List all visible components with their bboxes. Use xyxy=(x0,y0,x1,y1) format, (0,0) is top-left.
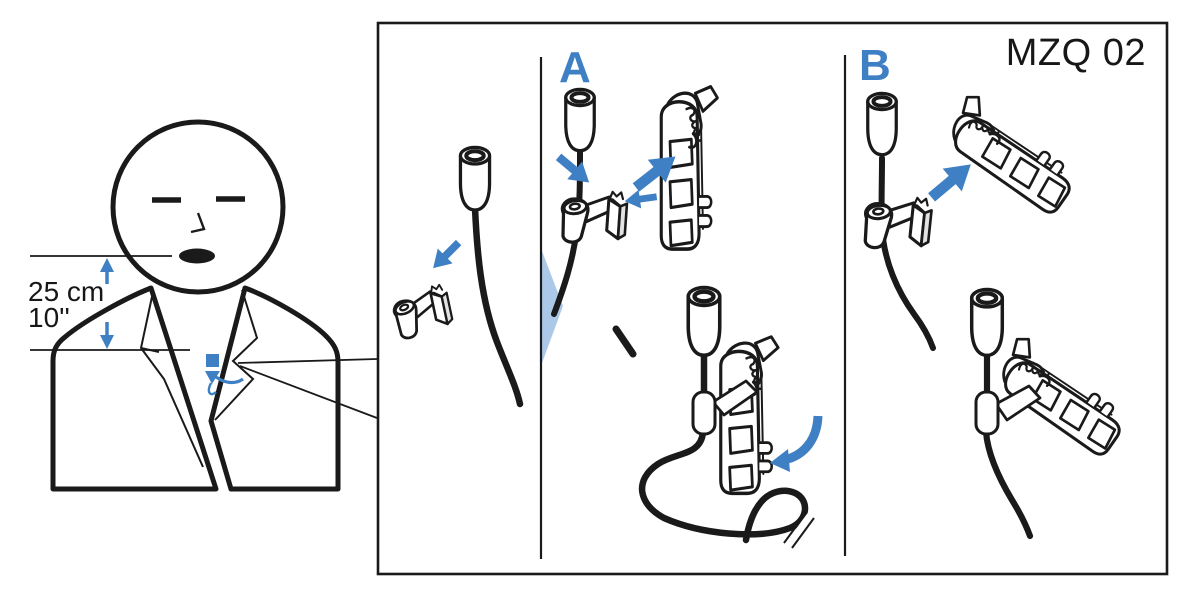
jacket-right-half xyxy=(208,285,341,492)
instruction-box xyxy=(376,21,1169,576)
curved-arrow-head xyxy=(770,449,790,472)
product-title: MZQ 02 xyxy=(1005,32,1146,74)
mic-cable xyxy=(982,348,1034,540)
clip-barrel xyxy=(691,390,717,436)
clip-barrel xyxy=(974,390,1000,436)
step-a-label: A xyxy=(559,43,591,92)
jacket-left-half xyxy=(50,285,219,492)
distance-metric-label: 25 cm xyxy=(28,276,105,307)
distance-imperial-label: 10'' xyxy=(28,302,70,333)
nose xyxy=(190,212,206,234)
curved-arrow xyxy=(786,415,823,464)
lavalier-microphone xyxy=(563,87,597,153)
lavalier-microphone xyxy=(865,91,899,157)
panel-a xyxy=(551,84,823,549)
cable-break-gap xyxy=(785,513,815,549)
cable-end xyxy=(612,325,637,358)
step-b-label: B xyxy=(859,41,891,90)
zoom-callout-wedge xyxy=(542,251,563,363)
clip-arm xyxy=(994,384,1042,422)
mic-cable-loop xyxy=(639,348,809,544)
head xyxy=(110,119,286,295)
lavalier-microphone xyxy=(972,290,1003,356)
person-figure xyxy=(50,119,341,492)
cable-break-mark xyxy=(783,512,815,549)
callout-lines xyxy=(237,358,378,419)
lapel-right xyxy=(214,289,259,421)
lavalier-microphone xyxy=(460,147,489,210)
panel-dividers xyxy=(539,55,847,559)
mic-cable xyxy=(471,204,524,408)
clip-arm xyxy=(711,379,759,417)
panel-unclipped-mic xyxy=(389,147,524,408)
lavalier-microphone xyxy=(688,288,720,356)
mouth xyxy=(179,248,215,264)
panel-b xyxy=(860,90,1136,540)
mic-cable xyxy=(878,155,936,351)
distance-arrows xyxy=(100,258,114,349)
measurement-annotation xyxy=(30,255,190,351)
clip-position-marker xyxy=(205,354,244,396)
lapel-left xyxy=(139,291,204,468)
